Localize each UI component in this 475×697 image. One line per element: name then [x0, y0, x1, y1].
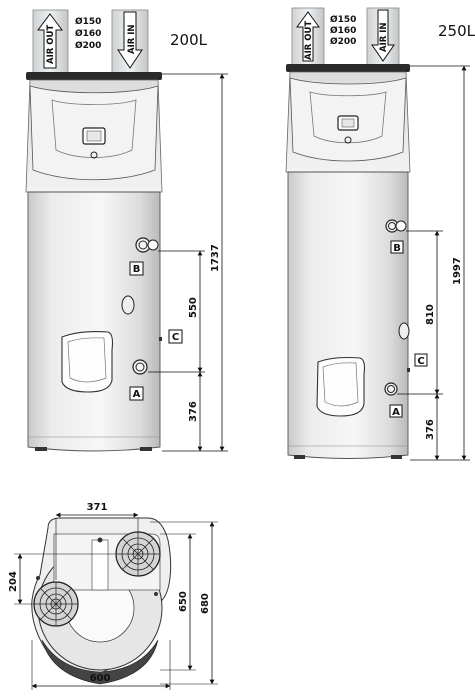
top-duct-offset-value: 204 — [8, 571, 19, 592]
top-duct-offset-dimension: 204 — [8, 553, 116, 605]
right-air-in-duct: AIR IN — [366, 7, 400, 67]
top-duct-spacing-value: 371 — [87, 502, 108, 513]
right-height-value: 1997 — [452, 257, 463, 285]
left-label-a-box — [129, 386, 144, 401]
left-diameter-150: Ø150 — [75, 16, 101, 27]
left-brand-logo-icon — [90, 151, 98, 159]
left-top-cap — [26, 72, 162, 80]
top-depth-outer-value: 680 — [200, 593, 211, 614]
right-top-cap — [286, 64, 410, 72]
left-access-panel — [61, 331, 114, 393]
right-air-out-label: AIR OUT — [304, 21, 314, 60]
right-height-dimension: 1997 — [410, 65, 470, 461]
left-label-a: A — [133, 389, 141, 400]
left-connection-a — [132, 359, 148, 375]
left-b-a-dimension: 550 — [148, 250, 205, 373]
right-unit: AIR OUT AIR IN Ø150 Ø160 Ø200 250L B — [285, 7, 475, 461]
left-diameter-160: Ø160 — [75, 28, 101, 39]
left-label-b-box — [129, 261, 144, 276]
left-diameter-200: Ø200 — [75, 40, 101, 51]
top-view: 371 204 650 680 600 — [8, 502, 218, 690]
left-height-dimension: 1737 — [162, 73, 228, 452]
left-label-c-box — [168, 329, 183, 344]
top-depth-inner-dimension: 650 — [160, 533, 196, 671]
top-view-air-in-fan — [115, 531, 161, 577]
right-air-in-label: AIR IN — [379, 22, 389, 52]
right-brand-logo-icon — [344, 136, 352, 144]
top-width-value: 600 — [90, 673, 111, 684]
left-air-out-duct: AIR OUT — [32, 9, 69, 75]
left-b-a-value: 550 — [188, 297, 199, 318]
left-air-in-label: AIR IN — [127, 24, 137, 54]
right-label-b-box — [390, 240, 404, 254]
right-anode-cover — [398, 322, 410, 340]
right-label-c: C — [417, 356, 424, 367]
left-label-c: C — [172, 332, 179, 343]
right-volume-label: 250L — [438, 22, 475, 40]
left-a-floor-value: 376 — [188, 401, 199, 422]
left-label-b: B — [133, 264, 141, 275]
right-connection-a — [384, 382, 398, 396]
left-connection-b — [135, 237, 159, 253]
right-diameter-160: Ø160 — [330, 25, 356, 36]
left-height-value: 1737 — [210, 244, 221, 272]
right-access-panel — [316, 356, 366, 417]
left-air-out-label: AIR OUT — [46, 25, 56, 64]
left-anode-cover — [121, 295, 135, 315]
left-a-floor-dimension: 376 — [188, 371, 203, 452]
right-connection-b — [385, 219, 407, 233]
right-a-floor-dimension: 376 — [425, 393, 440, 461]
left-volume-label: 200L — [170, 31, 208, 49]
top-view-air-out-fan — [33, 581, 79, 627]
top-depth-inner-value: 650 — [178, 591, 189, 612]
right-b-a-value: 810 — [425, 304, 436, 325]
right-air-out-duct: AIR OUT — [291, 7, 325, 67]
right-label-b: B — [393, 243, 401, 254]
left-tank-body — [27, 191, 161, 452]
top-width-dimension: 600 — [31, 640, 171, 690]
right-label-a-box — [389, 404, 403, 418]
left-unit: AIR OUT AIR IN Ø150 Ø160 Ø200 200L — [25, 9, 228, 452]
right-diameter-150: Ø150 — [330, 14, 356, 25]
right-label-a: A — [392, 407, 400, 418]
top-duct-spacing-dimension: 371 — [55, 502, 139, 580]
right-a-floor-value: 376 — [425, 419, 436, 440]
right-diameter-200: Ø200 — [330, 36, 356, 47]
right-label-c-box — [414, 353, 428, 367]
left-air-in-duct: AIR IN — [111, 9, 149, 75]
